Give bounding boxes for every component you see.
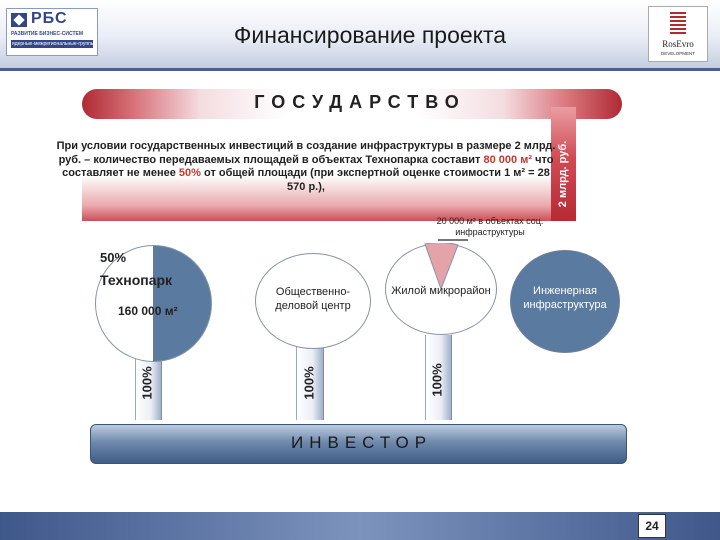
technopark-share-label: 50%: [100, 250, 127, 265]
business-center-circle: [255, 253, 371, 349]
page-number: 24: [638, 514, 666, 538]
condition-text-part2: что составляет не менее: [62, 153, 554, 180]
engineering-infrastructure-label: Инженерная инфраструктура: [523, 285, 607, 311]
business-center-stem: [296, 345, 324, 420]
government-funding-label: 2 млрд. руб.: [557, 140, 569, 208]
rosevro-logo: RosEvro DEVELOPMENT: [648, 6, 708, 62]
condition-percent-value: 50%: [178, 167, 201, 179]
investor-label: ИНВЕСТОР: [291, 433, 433, 452]
residential-label: Жилой микрорайон: [391, 285, 491, 297]
rbs-logo-subtitle: РАЗВИТИЕ БИЗНЕС-СИСТЕМ: [11, 31, 84, 37]
government-condition-text: При условии государственных инвестиций в…: [56, 140, 556, 194]
business-center-label: Общественно-деловой центр: [275, 286, 351, 312]
slide-footer: [0, 512, 720, 540]
social-infrastructure-pointer: [438, 239, 468, 241]
residential-stem: [425, 335, 452, 420]
slide-header: [0, 0, 720, 71]
slide-title: Финансирование проекта: [233, 22, 507, 48]
residential-stem-label: 100%: [429, 363, 445, 397]
government-bar: [82, 89, 622, 119]
technopark-area: 160 000 м²: [118, 304, 178, 318]
rosevro-logo-subtitle: DEVELOPMENT: [660, 51, 695, 56]
rbs-logo-mark-icon: [11, 13, 27, 27]
condition-text-part1: При условии государственных инвестиций в…: [56, 140, 556, 166]
government-panel: [82, 119, 551, 221]
business-center-stem-label: 100%: [301, 366, 317, 400]
technopark-circle: [95, 245, 212, 362]
rbs-logo-tagline: ядерные-межрегиональные-группы: [11, 40, 93, 48]
condition-area-value: 80 000 м²: [483, 153, 533, 166]
government-title: ГОСУДАРСТВО: [254, 92, 466, 112]
rosevro-logo-bars-icon: [670, 12, 686, 36]
technopark-label: Технопарк: [100, 272, 173, 288]
rbs-logo: РБС РАЗВИТИЕ БИЗНЕС-СИСТЕМ ядерные-межре…: [6, 8, 98, 56]
residential-social-slice: [424, 243, 459, 291]
condition-text-part3: от общей площади (при экспертной оценке …: [200, 167, 550, 193]
investor-bar: [90, 424, 627, 464]
rosevro-logo-name: RosEvro: [662, 39, 694, 49]
rbs-logo-name: РБС: [31, 10, 68, 27]
social-infrastructure-note: 20 000 м² в объектах соц. инфраструктуры: [436, 216, 544, 237]
government-funding-bar: [551, 107, 576, 221]
engineering-infrastructure-circle: [510, 250, 620, 353]
technopark-stem-label: 100%: [139, 366, 155, 400]
